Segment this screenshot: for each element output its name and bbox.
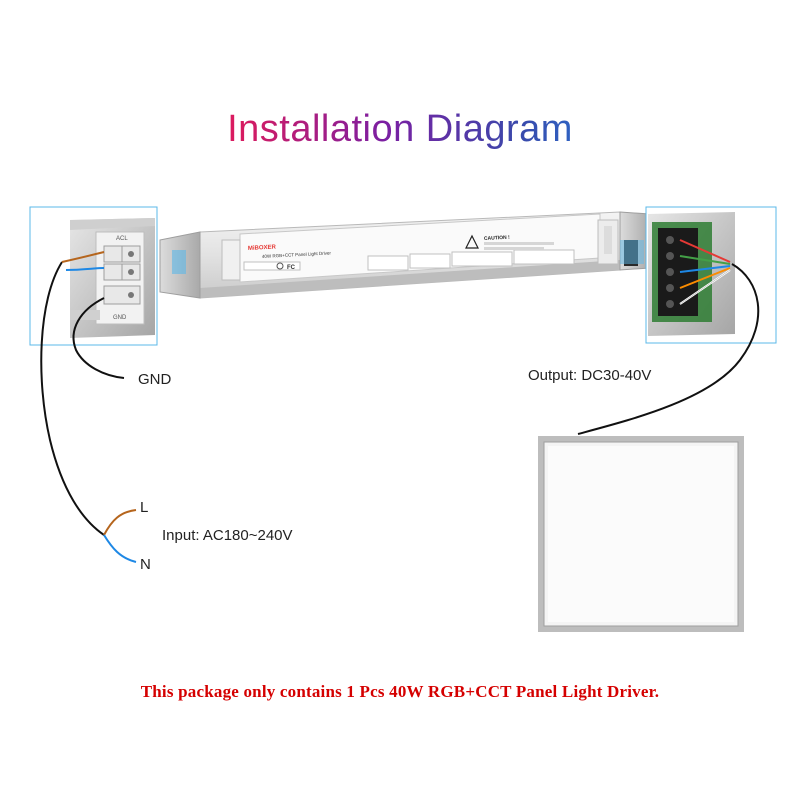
ac-terminal-callout: ACL GND — [29, 206, 158, 346]
brand-text: MiBOXER — [248, 245, 277, 252]
output-cable — [577, 263, 760, 435]
input-cable — [40, 261, 105, 536]
led-driver: MiBOXER 40W RGB+CCT Panel Light Driver C… — [159, 211, 651, 299]
terminal-acl-label: ACL — [116, 236, 128, 242]
caution-icon — [465, 234, 479, 249]
package-note: This package only contains 1 Pcs 40W RGB… — [140, 682, 660, 701]
neutral-label: N — [140, 556, 151, 573]
cert-mark-icon — [276, 262, 284, 270]
page-title: Installation Diagram — [0, 108, 800, 151]
terminal-gnd-label: GND — [113, 315, 127, 321]
led-panel — [538, 436, 744, 632]
live-label: L — [140, 499, 149, 516]
ground-wire — [72, 297, 125, 379]
model-text: 40W RGB+CCT Panel Light Driver — [262, 250, 332, 259]
neutral-wire — [103, 534, 137, 563]
live-wire — [103, 509, 137, 536]
output-label: Output: DC30-40V — [528, 367, 652, 384]
dc-terminal-callout — [645, 206, 777, 344]
gnd-label: GND — [138, 371, 172, 388]
input-label: Input: AC180~240V — [162, 527, 293, 544]
caution-text: CAUTION ! — [484, 235, 510, 242]
fcc-mark-icon: FC — [287, 265, 296, 271]
